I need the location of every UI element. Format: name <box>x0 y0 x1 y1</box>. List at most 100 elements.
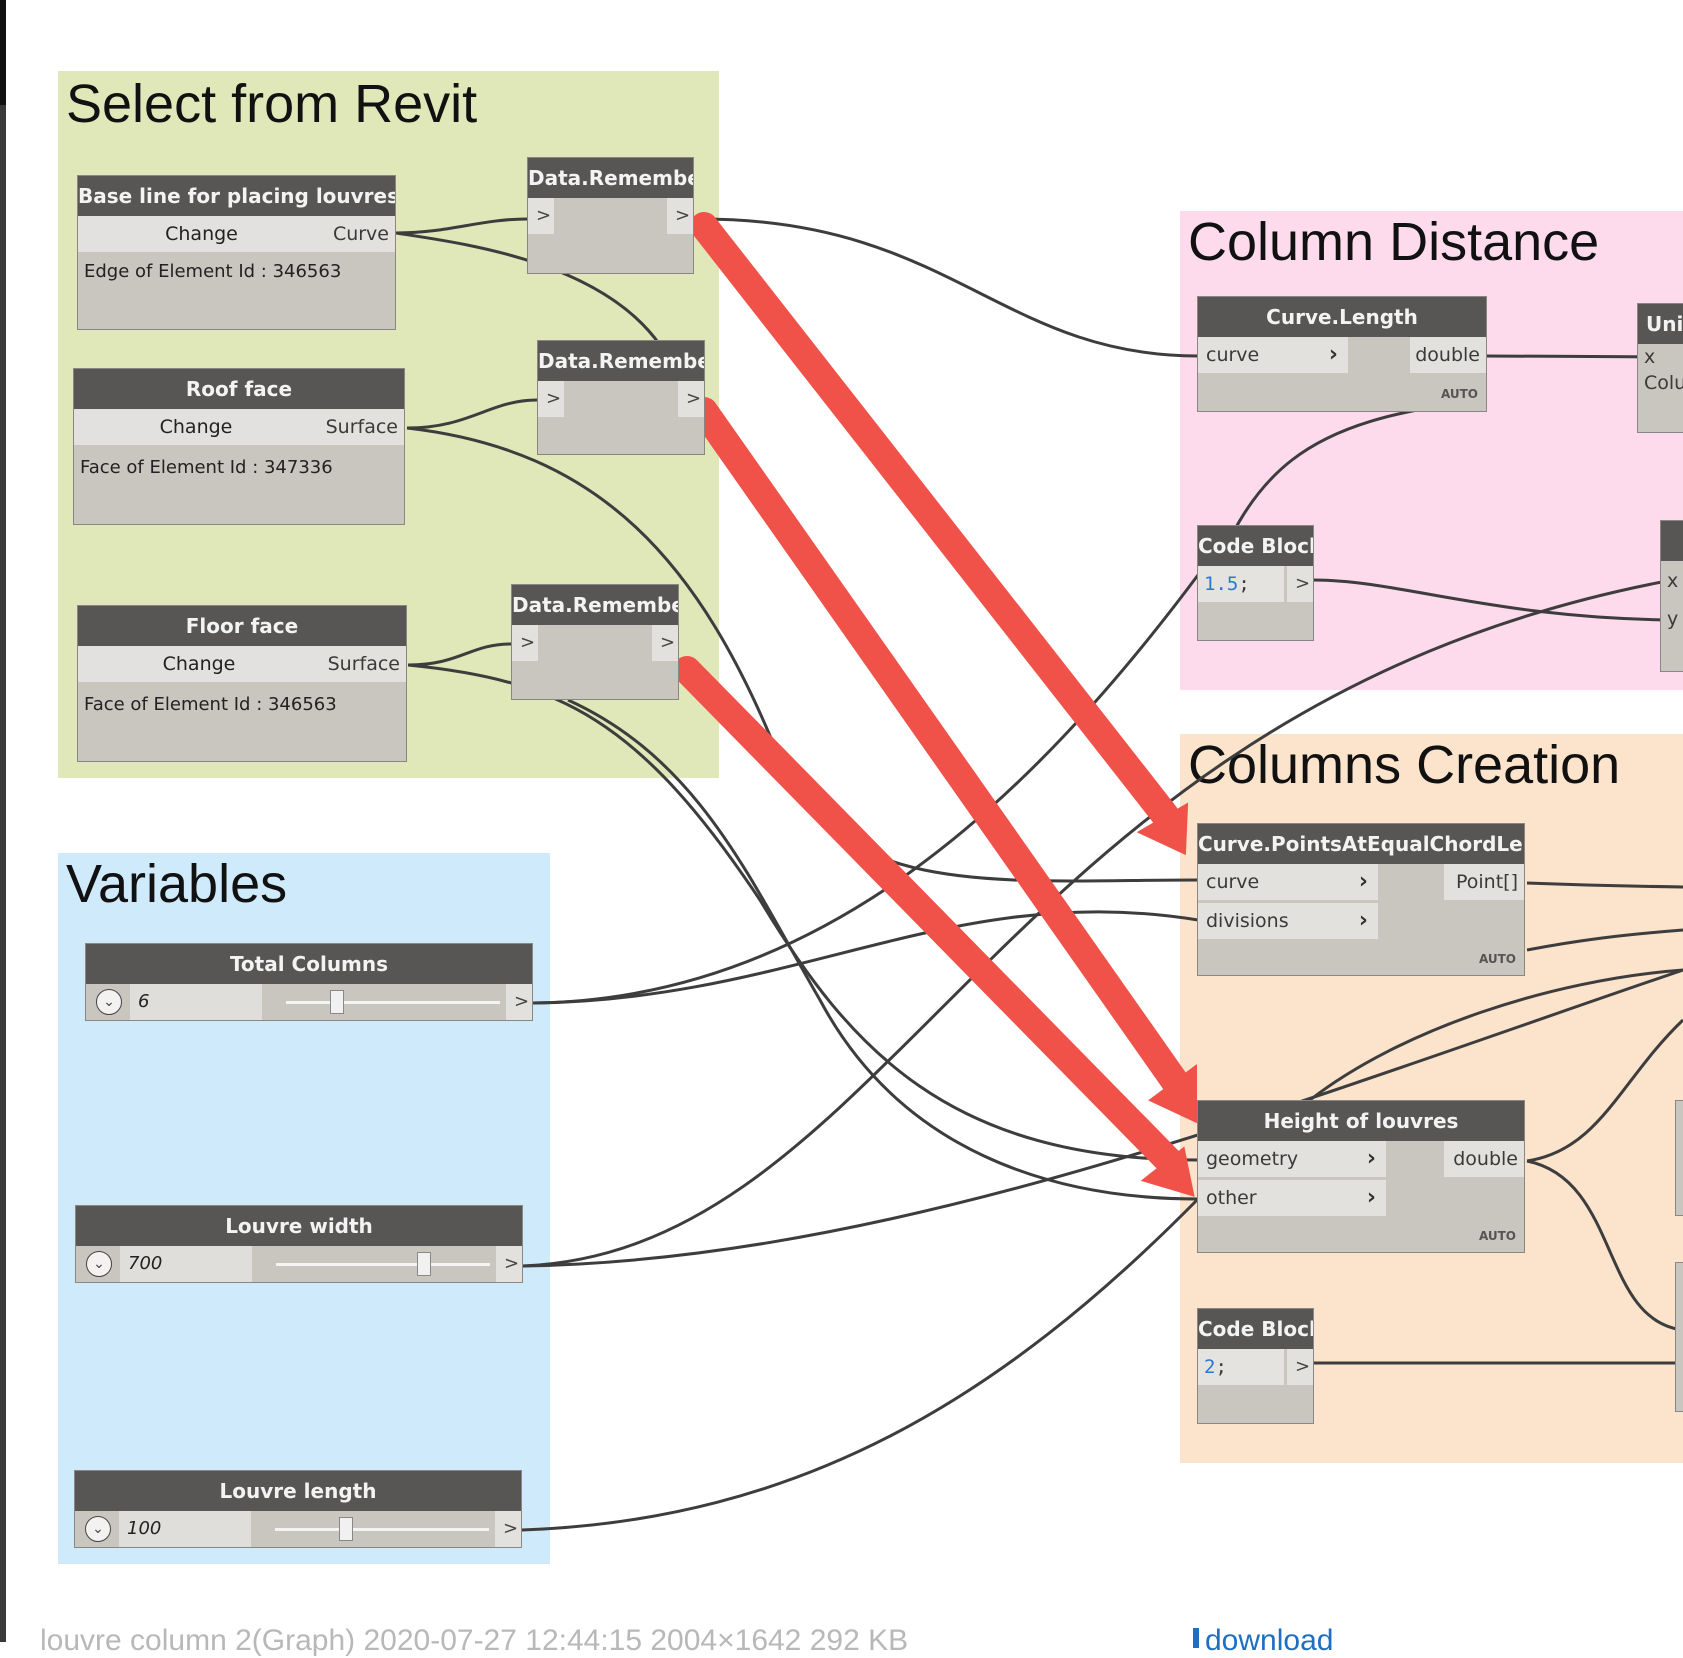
output-port-double[interactable]: double <box>1410 337 1486 373</box>
output-port[interactable]: > <box>667 198 693 234</box>
group-title: Column Distance <box>1188 212 1600 272</box>
node-code-block-1[interactable]: Code Block 1.5; > <box>1197 525 1314 641</box>
chevron-down-icon[interactable]: ⌄ <box>86 1251 112 1277</box>
node-code-block-2[interactable]: Code Block 2; > <box>1197 1308 1314 1424</box>
output-port[interactable]: > <box>495 1511 521 1547</box>
change-button[interactable]: Change <box>78 646 321 682</box>
input-port-other[interactable]: other › <box>1198 1180 1386 1216</box>
slider-value[interactable]: 700 <box>120 1246 252 1282</box>
chevron-right-icon: › <box>1358 908 1368 933</box>
input-caret: > <box>546 388 562 409</box>
change-button[interactable]: Change <box>74 409 319 445</box>
wire <box>1313 578 1683 622</box>
input-port-y[interactable]: y <box>1667 608 1679 630</box>
node-base-line[interactable]: Base line for placing louvres Change Cur… <box>77 175 396 330</box>
node-data-remember-2[interactable]: Data.Remember > > <box>537 340 705 455</box>
node-title: Height of louvres <box>1198 1101 1524 1141</box>
code-editor[interactable]: 1.5; <box>1198 566 1284 602</box>
output-caret: > <box>514 991 530 1012</box>
output-port[interactable]: > <box>652 625 678 661</box>
input-label: curve <box>1206 871 1260 893</box>
node-height-of-louvres[interactable]: Height of louvres geometry › other › dou… <box>1197 1100 1525 1253</box>
input-port-curve[interactable]: curve › <box>1198 337 1348 373</box>
slider-value[interactable]: 100 <box>119 1511 251 1547</box>
input-port[interactable]: > <box>512 625 538 661</box>
slider-thumb[interactable] <box>338 1517 353 1541</box>
input-port-geometry[interactable]: geometry › <box>1198 1141 1386 1177</box>
node-points-at-equal-chord-length[interactable]: Curve.PointsAtEqualChordLength curve › d… <box>1197 823 1525 976</box>
node-xy-partial[interactable]: x y <box>1660 520 1683 672</box>
slider-thumb[interactable] <box>330 990 345 1014</box>
node-roof-face[interactable]: Roof face Change Surface Face of Element… <box>73 368 405 525</box>
output-port[interactable]: > <box>506 984 532 1020</box>
node-louvre-width[interactable]: Louvre width ⌄ 700 > <box>75 1205 523 1283</box>
output-port-point-array[interactable]: Point[] <box>1444 864 1524 900</box>
node-partial-right-2[interactable] <box>1675 1262 1683 1412</box>
output-caret: > <box>675 205 691 226</box>
node-data-remember-1[interactable]: Data.Remember > > <box>527 157 694 274</box>
output-port-curve[interactable]: Curve <box>325 216 395 252</box>
wire <box>521 1197 1200 1532</box>
code-number: 1.5 <box>1204 573 1239 595</box>
node-louvre-length[interactable]: Louvre length ⌄ 100 > <box>74 1470 522 1548</box>
node-title: Unit <box>1638 304 1683 344</box>
input-port-divisions[interactable]: divisions › <box>1198 903 1378 939</box>
output-port-surface[interactable]: Surface <box>318 409 404 445</box>
slider-track[interactable] <box>286 1001 500 1004</box>
element-info: Face of Element Id : 346563 <box>84 694 337 715</box>
download-icon <box>1193 1628 1199 1648</box>
wire <box>700 217 1199 358</box>
output-port[interactable]: > <box>496 1246 522 1282</box>
output-port[interactable]: > <box>1287 566 1313 602</box>
chevron-right-icon: › <box>1358 869 1368 894</box>
output-port[interactable]: > <box>1287 1349 1313 1385</box>
node-unit-partial[interactable]: Unit x Colu <box>1637 303 1683 433</box>
element-info: Face of Element Id : 347336 <box>80 457 333 478</box>
wire <box>532 574 1200 1005</box>
node-title: Floor face <box>78 606 406 646</box>
node-title: Data.Remember <box>528 158 693 198</box>
node-partial-right-1[interactable] <box>1675 1100 1683 1216</box>
chevron-down-icon[interactable]: ⌄ <box>96 989 122 1015</box>
window-left-edge-highlight <box>0 0 6 105</box>
input-label: geometry <box>1206 1148 1299 1170</box>
wire <box>1526 1018 1683 1163</box>
output-port-double[interactable]: double <box>1444 1141 1524 1177</box>
output-caret: > <box>1295 1356 1311 1377</box>
input-port-colu[interactable]: Colu <box>1644 372 1683 394</box>
node-total-columns[interactable]: Total Columns ⌄ 6 > <box>85 943 533 1021</box>
input-port-x[interactable]: x <box>1667 570 1679 592</box>
chevron-down-icon[interactable]: ⌄ <box>85 1516 111 1542</box>
lacing-label: AUTO <box>1478 952 1516 966</box>
change-button[interactable]: Change <box>78 216 326 252</box>
output-port-surface[interactable]: Surface <box>320 646 406 682</box>
node-curve-length[interactable]: Curve.Length curve › double AUTO <box>1197 296 1487 412</box>
code-editor[interactable]: 2; <box>1198 1349 1284 1385</box>
wire <box>532 910 1199 1005</box>
node-floor-face[interactable]: Floor face Change Surface Face of Elemen… <box>77 605 407 762</box>
wire <box>1526 928 1683 952</box>
download-link[interactable]: download <box>1205 1624 1334 1657</box>
node-title: Data.Remember <box>538 341 704 381</box>
input-port-x[interactable]: x <box>1644 346 1656 368</box>
output-caret: > <box>686 388 702 409</box>
output-port[interactable]: > <box>678 381 704 417</box>
slider-track[interactable] <box>275 1528 489 1531</box>
slider-track[interactable] <box>276 1263 490 1266</box>
node-data-remember-3[interactable]: Data.Remember > > <box>511 584 679 700</box>
node-title: Data.Remember <box>512 585 678 625</box>
input-caret: > <box>536 205 552 226</box>
slider-value[interactable]: 6 <box>130 984 262 1020</box>
chevron-right-icon: › <box>1366 1146 1376 1171</box>
input-caret: > <box>520 632 536 653</box>
code-semicolon: ; <box>1215 1356 1227 1378</box>
input-port[interactable]: > <box>538 381 564 417</box>
annotation-arrowhead <box>1148 1064 1197 1124</box>
group-title: Select from Revit <box>66 74 478 134</box>
input-port[interactable]: > <box>528 198 554 234</box>
code-semicolon: ; <box>1238 573 1250 595</box>
annotation-arrowhead <box>1136 802 1189 856</box>
slider-thumb[interactable] <box>416 1252 431 1276</box>
wire <box>1309 968 1683 1102</box>
input-port-curve[interactable]: curve › <box>1198 864 1378 900</box>
